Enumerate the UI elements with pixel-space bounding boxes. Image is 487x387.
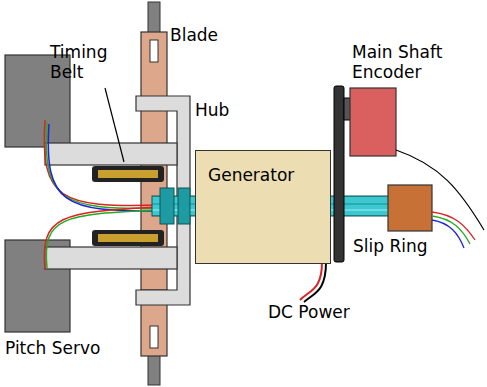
part-label: Pitch Servo bbox=[5, 338, 101, 358]
part-label: Timing Belt bbox=[50, 42, 120, 83]
part-label: Blade bbox=[170, 25, 218, 45]
generator-box: Generator bbox=[195, 150, 331, 264]
part-label: DC Power bbox=[268, 302, 350, 322]
part-label: Main Shaft Encoder bbox=[352, 42, 462, 83]
node-text: Generator bbox=[196, 151, 330, 185]
part-label: Hub bbox=[195, 100, 229, 120]
part-label: Slip Ring bbox=[353, 236, 428, 256]
